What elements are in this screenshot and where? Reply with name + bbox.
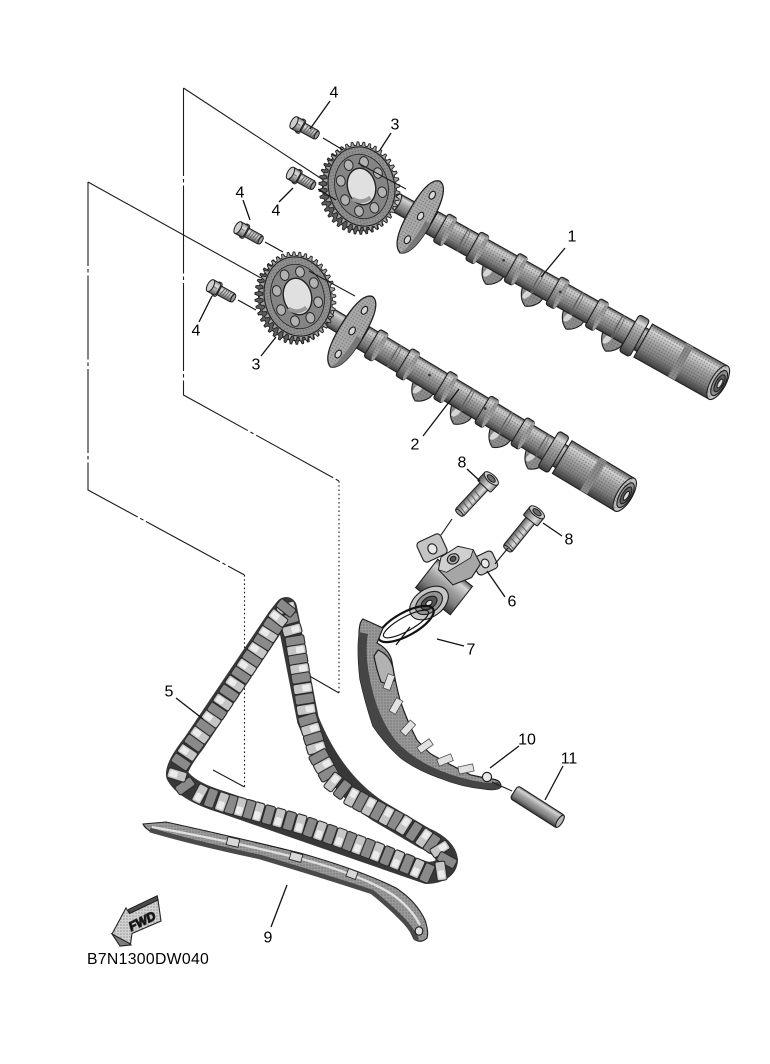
svg-text:7: 7 [467, 642, 476, 659]
svg-text:8: 8 [565, 532, 574, 549]
svg-text:10: 10 [518, 732, 536, 749]
svg-text:5: 5 [165, 684, 174, 701]
svg-text:1: 1 [568, 229, 577, 246]
svg-text:4: 4 [272, 203, 281, 220]
svg-text:B7N1300DW040: B7N1300DW040 [87, 951, 209, 968]
svg-text:6: 6 [508, 594, 517, 611]
svg-text:2: 2 [411, 437, 420, 454]
svg-text:8: 8 [458, 455, 467, 472]
svg-text:11: 11 [561, 751, 578, 768]
svg-text:3: 3 [391, 117, 400, 134]
svg-text:3: 3 [252, 357, 261, 374]
svg-text:9: 9 [264, 930, 273, 947]
svg-text:4: 4 [192, 323, 201, 340]
svg-text:4: 4 [330, 85, 339, 102]
svg-text:4: 4 [236, 185, 245, 202]
